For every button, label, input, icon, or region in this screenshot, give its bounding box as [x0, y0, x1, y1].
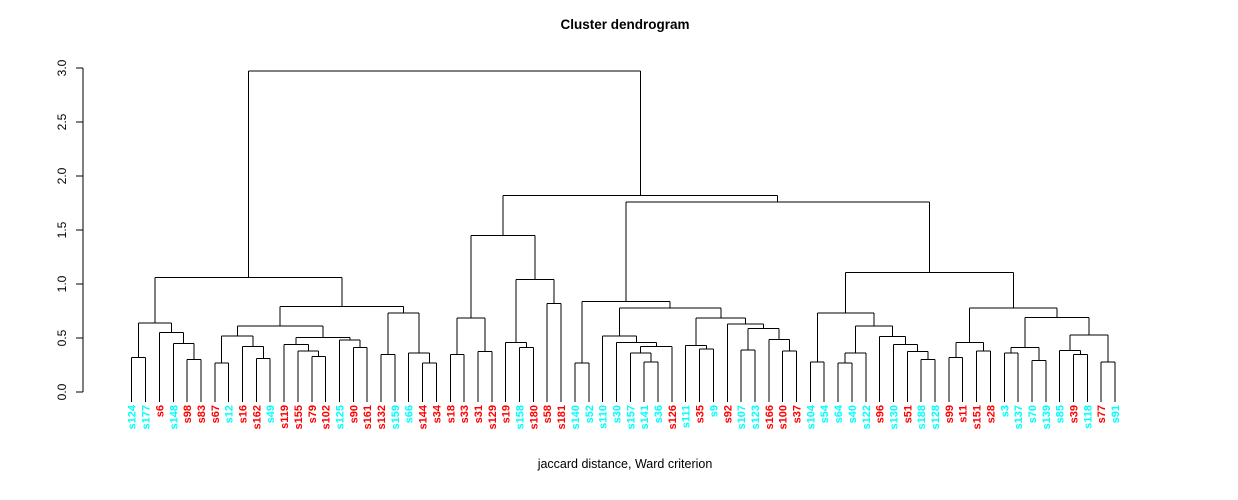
leaf-label: s37 — [792, 405, 804, 423]
leaf-label: s122 — [861, 405, 873, 429]
leaf-label: s126 — [667, 405, 679, 429]
leaf-label: s104 — [805, 404, 817, 429]
leaf-label: s137 — [1013, 405, 1025, 429]
leaf-label: s12 — [224, 405, 236, 423]
leaf-label: s119 — [279, 405, 291, 429]
y-tick-label: 3.0 — [55, 59, 69, 76]
leaf-label: s118 — [1082, 405, 1094, 429]
leaf-label: s54 — [819, 404, 831, 423]
leaf-label: s31 — [473, 405, 485, 423]
leaf-label: s39 — [1069, 405, 1081, 423]
leaf-label: s90 — [348, 405, 360, 423]
leaf-label: s33 — [459, 405, 471, 423]
leaf-label: s130 — [888, 405, 900, 429]
leaf-label: s6 — [154, 405, 166, 417]
leaf-label: s3 — [999, 405, 1011, 417]
leaf-label: s92 — [722, 405, 734, 423]
leaf-label: s123 — [750, 405, 762, 429]
leaf-label: s159 — [390, 405, 402, 429]
leaf-label: s177 — [141, 405, 153, 429]
leaf-label: s102 — [321, 405, 333, 429]
leaf-label: s155 — [293, 405, 305, 429]
leaf-label: s180 — [528, 405, 540, 429]
y-tick-label: 1.0 — [55, 275, 69, 292]
leaf-label: s35 — [695, 405, 707, 423]
y-axis: 0.0 0.5 1.0 1.5 2.0 2.5 3.0 — [55, 59, 84, 400]
leaf-label: s19 — [501, 405, 513, 423]
y-tick-label: 2.0 — [55, 167, 69, 184]
leaf-label: s107 — [736, 405, 748, 429]
leaf-label: s144 — [418, 404, 430, 429]
leaf-label: s96 — [875, 405, 887, 423]
leaf-label: s98 — [182, 405, 194, 423]
leaf-label: s58 — [542, 405, 554, 423]
y-tick-label: 0.0 — [55, 383, 69, 400]
leaf-label: s99 — [944, 405, 956, 423]
leaf-label: s111 — [681, 405, 693, 428]
leaf-label: s151 — [972, 405, 984, 429]
leaf-label: s148 — [168, 405, 180, 429]
leaf-label: s52 — [584, 405, 596, 423]
y-tick-label: 0.5 — [55, 329, 69, 346]
leaf-label: s85 — [1055, 405, 1067, 423]
leaf-label: s34 — [431, 404, 443, 423]
leaf-label: s132 — [376, 405, 388, 429]
leaf-label: s166 — [764, 405, 776, 429]
leaf-label: s11 — [958, 405, 970, 423]
leaf-label: s91 — [1110, 405, 1122, 423]
leaf-label: s129 — [487, 405, 499, 429]
leaf-label: s18 — [445, 405, 457, 423]
leaf-label: s140 — [570, 405, 582, 429]
leaf-label: s158 — [515, 405, 527, 429]
leaf-label: s77 — [1096, 405, 1108, 423]
leaf-label: s36 — [653, 405, 665, 423]
leaf-label: s9 — [708, 405, 720, 417]
leaf-label: s100 — [778, 405, 790, 429]
leaf-label: s83 — [196, 405, 208, 423]
leaf-label: s16 — [238, 405, 250, 423]
leaf-label: s128 — [930, 405, 942, 429]
leaf-label: s125 — [334, 405, 346, 429]
leaf-label: s162 — [251, 405, 263, 429]
leaf-label: s67 — [210, 405, 222, 423]
x-axis-caption: jaccard distance, Ward criterion — [537, 457, 713, 471]
leaf-label: s66 — [404, 405, 416, 423]
leaf-label: s157 — [625, 405, 637, 429]
leaf-label: s40 — [847, 405, 859, 423]
leaf-label: s70 — [1027, 405, 1039, 423]
leaf-label: s181 — [556, 405, 568, 429]
leaf-label: s51 — [902, 405, 914, 423]
leaf-label: s28 — [985, 405, 997, 423]
leaf-label: s110 — [598, 405, 610, 429]
leaf-label: s139 — [1041, 405, 1053, 429]
leaf-label: s30 — [611, 405, 623, 423]
dendrogram-branches — [131, 70, 1116, 402]
y-tick-label: 1.5 — [55, 221, 69, 238]
chart-title: Cluster dendrogram — [560, 17, 689, 32]
leaf-label: s64 — [833, 404, 845, 423]
leaf-label: s188 — [916, 405, 928, 429]
leaf-label: s124 — [127, 404, 139, 429]
leaf-label: s161 — [362, 405, 374, 429]
leaf-label: s141 — [639, 405, 651, 429]
leaf-label: s49 — [265, 405, 277, 423]
leaf-label: s79 — [307, 405, 319, 423]
y-tick-label: 2.5 — [55, 113, 69, 130]
